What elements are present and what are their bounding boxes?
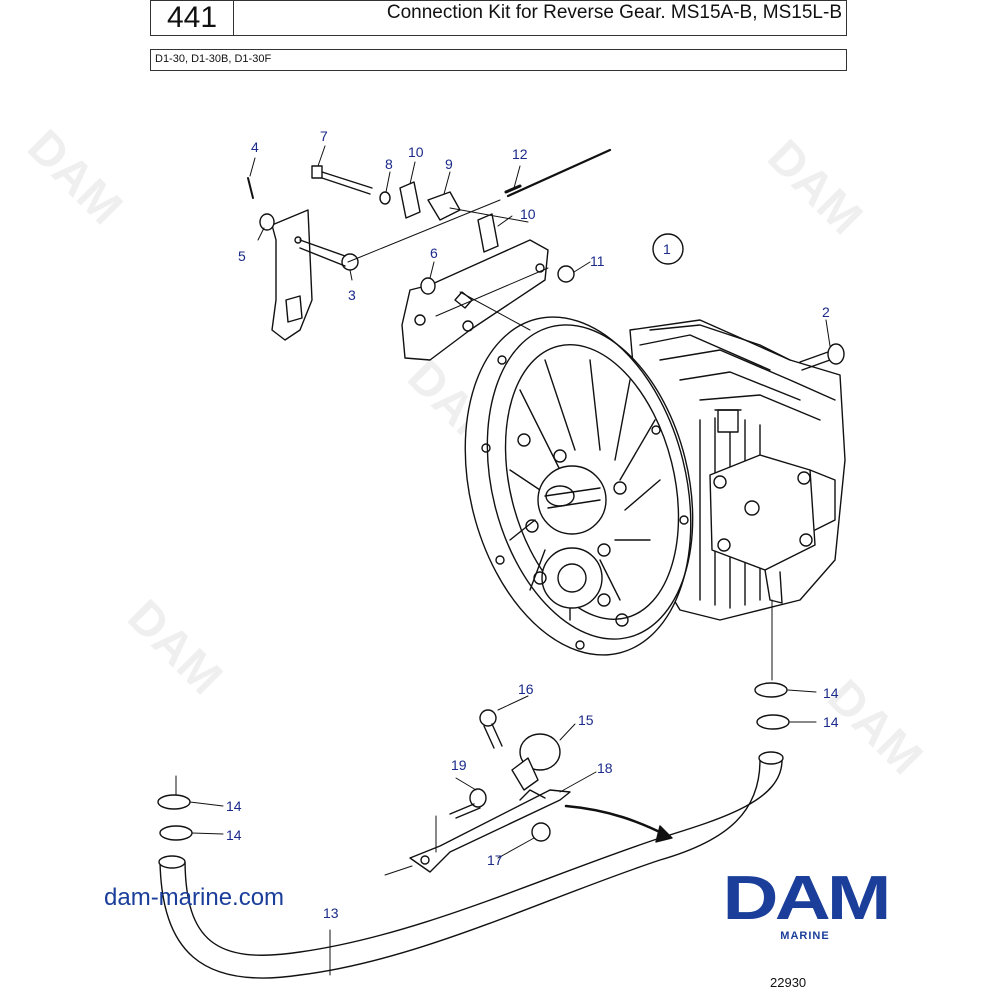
callout-3: 3: [348, 287, 356, 303]
callout-14c: 14: [226, 798, 242, 814]
screw-7: [311, 165, 373, 195]
dam-marine-logo: DAM MARINE: [712, 864, 898, 943]
callout-6: 6: [430, 245, 438, 261]
gearbox-flange: [464, 316, 694, 656]
nut-6: [420, 277, 436, 295]
model-box: D1-30, D1-30B, D1-30F: [150, 49, 847, 71]
nut-11: [557, 265, 575, 283]
plug-15: [511, 733, 561, 791]
callout-10a: 10: [408, 144, 424, 160]
callout-14b: 14: [823, 714, 839, 730]
callout-labels: 1 2 3 4 5 6 7 8 9 10 10 11 12 13 14 14 1…: [226, 128, 839, 921]
callout-1: 1: [663, 241, 671, 257]
callout-14d: 14: [226, 827, 242, 843]
callout-13: 13: [323, 905, 339, 921]
hose-clamp-14c: [157, 794, 191, 810]
bolt-2: [799, 343, 845, 371]
callout-11: 11: [590, 253, 605, 269]
image-id: 22930: [770, 975, 807, 990]
nut-17: [531, 822, 551, 842]
cotter-pin-4: [247, 177, 254, 199]
callout-18: 18: [597, 760, 613, 776]
callout-16: 16: [518, 681, 534, 697]
callout-8: 8: [385, 156, 393, 172]
hose-clamp-14a: [754, 682, 788, 698]
cable-12: [506, 148, 612, 198]
hose-13: [159, 759, 761, 979]
hose-clamp-14d: [159, 825, 193, 841]
screw-19: [449, 788, 487, 819]
callout-9: 9: [445, 156, 453, 172]
callout-4: 4: [251, 139, 259, 155]
callout-15: 15: [578, 712, 594, 728]
bolt-16: [479, 709, 503, 749]
clamp-9: [427, 191, 461, 221]
header-box: 441 Connection Kit for Reverse Gear. MS1…: [150, 0, 847, 36]
circle-marker-1: [652, 233, 684, 265]
callout-19: 19: [451, 757, 467, 773]
logo-subtext: MARINE: [780, 930, 830, 942]
hose-clamp-14b: [756, 714, 790, 730]
website-link[interactable]: dam-marine.com: [104, 884, 285, 911]
link-10a: [399, 181, 421, 219]
callout-14a: 14: [823, 685, 839, 701]
callout-5: 5: [238, 248, 246, 264]
bracket-18: [409, 789, 571, 873]
model-list: D1-30, D1-30B, D1-30F: [155, 53, 272, 65]
callout-10b: 10: [520, 206, 536, 222]
link-10b: [477, 213, 499, 253]
page-number: 441: [151, 1, 234, 35]
callout-7: 7: [320, 128, 328, 144]
callout-12: 12: [512, 146, 528, 162]
page-title: Connection Kit for Reverse Gear. MS15A-B…: [386, 2, 842, 23]
washer-5: [259, 213, 275, 231]
logo-mark: DAM: [722, 864, 891, 933]
callout-2: 2: [822, 304, 830, 320]
direction-arrow: [564, 804, 670, 838]
callout-17: 17: [487, 852, 503, 868]
washer-8: [379, 191, 391, 205]
shift-bracket: [271, 209, 313, 341]
